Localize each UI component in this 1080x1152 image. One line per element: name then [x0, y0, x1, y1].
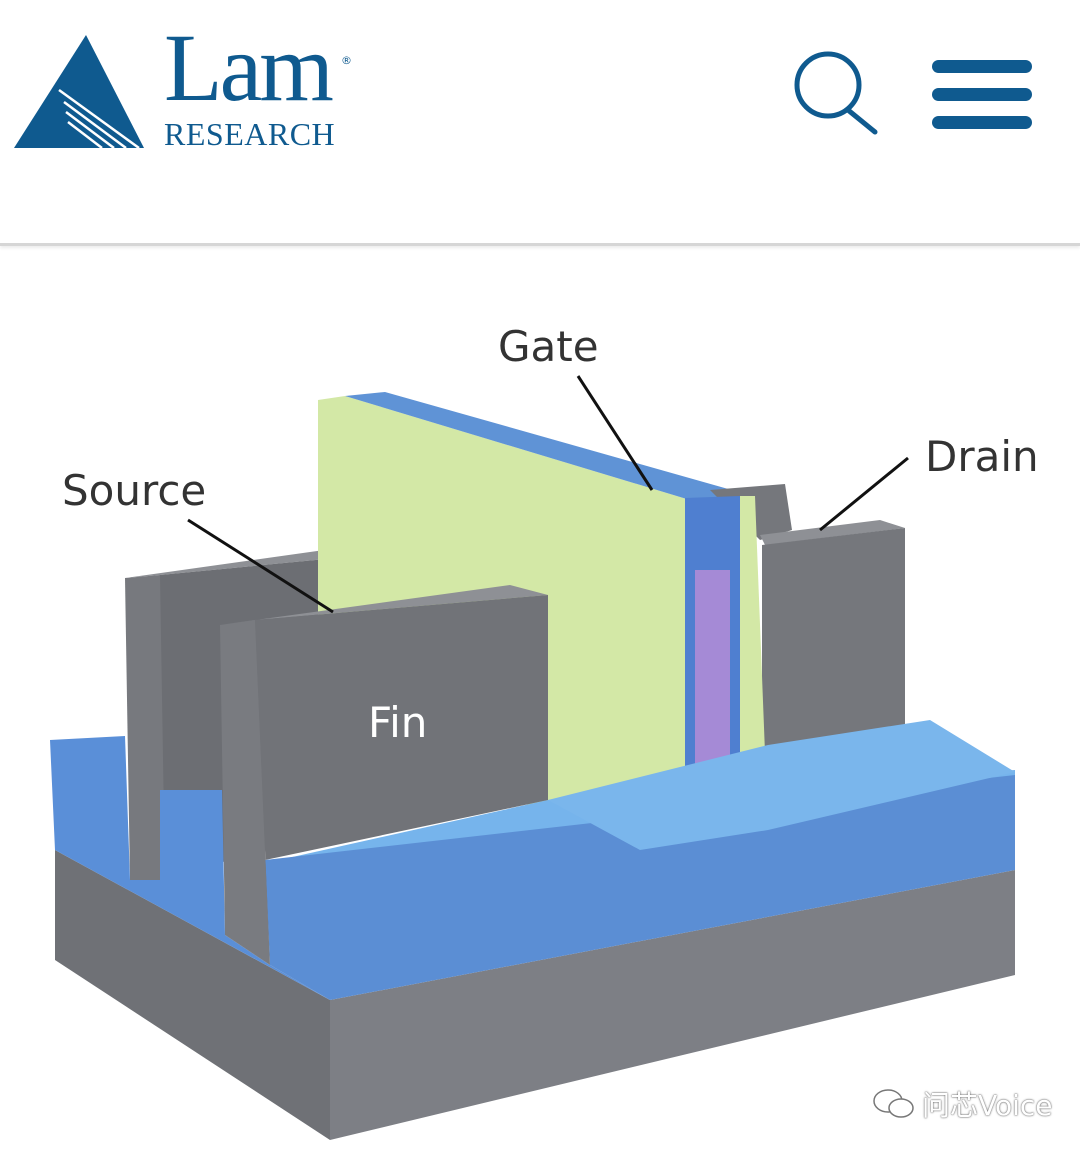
watermark-text: 问芯Voice: [922, 1089, 1053, 1122]
back-fin-front: [125, 575, 165, 880]
front-fin-right: [255, 595, 548, 965]
oxide-top-surface: [265, 720, 1015, 860]
finfet-illustration: [50, 375, 1015, 1140]
search-icon: [794, 51, 878, 135]
hamburger-menu-button[interactable]: [932, 58, 1036, 132]
front-fin-front: [220, 620, 270, 965]
menu-bar-icon: [932, 60, 1032, 73]
gate-leader-line: [576, 375, 654, 491]
site-header: Lam ® RESEARCH: [0, 0, 1080, 246]
logo-wordmark: Lam: [164, 14, 334, 121]
registered-mark: ®: [341, 54, 352, 67]
source-label: Source: [62, 466, 207, 515]
wechat-icon: [873, 1089, 914, 1118]
menu-bar-icon: [932, 88, 1032, 101]
finfet-diagram: Gate Source Drain Fin: [0, 246, 1080, 1152]
drain-fin-front: [762, 528, 905, 790]
drain-leader-line: [819, 456, 909, 532]
substrate-right-face: [330, 870, 1015, 1140]
front-fin-top: [220, 585, 548, 625]
search-button[interactable]: [790, 50, 880, 140]
gate-top: [345, 392, 760, 500]
drain-label: Drain: [925, 432, 1039, 481]
oxide-right-face: [265, 775, 1015, 1000]
oxide-left-face: [50, 736, 330, 1000]
lam-research-logo[interactable]: Lam ® RESEARCH: [14, 20, 364, 155]
gate-label: Gate: [498, 322, 599, 371]
drain-fin-top: [760, 520, 905, 545]
fin-label: Fin: [368, 698, 428, 747]
substrate-left-face: [55, 850, 330, 1140]
logo-subtitle: RESEARCH: [164, 116, 336, 152]
menu-bar-icon: [932, 116, 1032, 129]
logo-triangle-icon: [14, 35, 144, 150]
source-leader-line: [187, 518, 334, 614]
watermark: 问芯Voice: [872, 1084, 1053, 1124]
